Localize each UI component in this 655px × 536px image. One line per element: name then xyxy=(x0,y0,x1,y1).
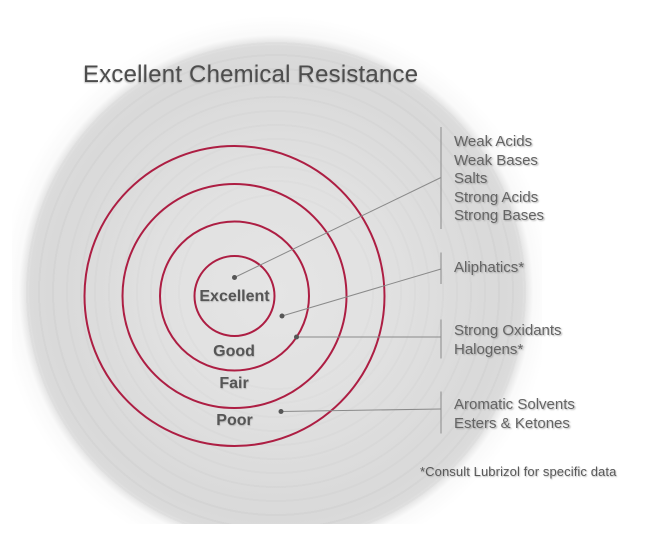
ring-label-poor: Poor xyxy=(216,412,253,429)
callout-group-poor: Aromatic Solvents Esters & Ketones xyxy=(454,396,575,433)
callout-dot-poor xyxy=(278,409,284,414)
footnote: *Consult Lubrizol for specific data xyxy=(420,464,617,479)
callout-label: Strong Oxidants xyxy=(454,322,562,339)
connector-line-good xyxy=(281,268,442,317)
diagram-title: Excellent Chemical Resistance xyxy=(83,61,419,88)
callout-group-good: Aliphatics* xyxy=(454,259,524,278)
callout-dot-good xyxy=(279,313,285,319)
callout-dot-excellent xyxy=(232,275,237,280)
ring-fair-circle xyxy=(121,183,348,409)
ring-label-good: Good xyxy=(213,343,255,360)
callout-label: Strong Bases xyxy=(454,207,545,224)
ring-label-excellent: Excellent xyxy=(199,287,270,305)
ring-label-fair: Fair xyxy=(219,375,249,392)
callout-group-excellent: Weak Acids Weak Bases Salts Strong Acids… xyxy=(454,133,544,226)
ring-poor-circle xyxy=(83,145,386,447)
ring-good-circle xyxy=(159,220,310,372)
callout-label: Salts xyxy=(454,170,488,187)
callout-label: Strong Acids xyxy=(454,188,539,206)
callout-label: Weak Bases xyxy=(454,151,538,169)
callout-label: Aliphatics* xyxy=(454,259,525,276)
connector-line-poor xyxy=(280,408,442,412)
callout-label: Esters & Ketones xyxy=(454,414,570,432)
callout-label: Aromatic Solvents xyxy=(454,396,575,413)
callout-group-fair: Strong Oxidants Halogens* xyxy=(454,322,562,359)
callout-label: Weak Acids xyxy=(454,133,533,150)
connector-line-excellent xyxy=(234,177,442,278)
ring-excellent-circle xyxy=(193,255,276,337)
callout-label: Halogens* xyxy=(454,340,524,358)
callout-dot-fair xyxy=(294,334,299,340)
